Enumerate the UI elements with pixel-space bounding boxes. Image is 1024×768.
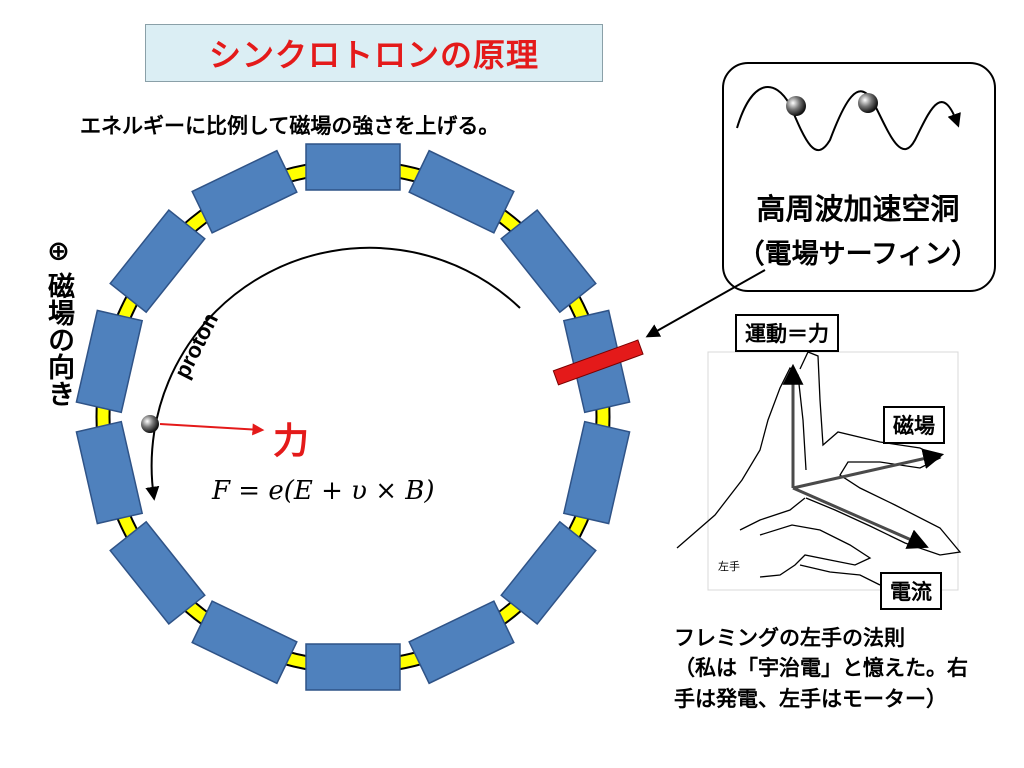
dipole-magnet (75, 420, 144, 525)
left-hand-label: 左手 (718, 560, 740, 573)
magnetic-field-direction: ⊕ 磁場の向き (43, 240, 74, 408)
magnet-group (75, 143, 631, 691)
dipole-magnet (408, 149, 515, 234)
dipole-magnet (109, 520, 206, 626)
dipole-magnet (500, 208, 597, 314)
rf-wave (736, 86, 961, 152)
dipole-magnet (408, 600, 515, 685)
dipole-magnet (191, 600, 298, 685)
dipole-magnet (109, 208, 206, 314)
rf-cavity-title: 高周波加速空洞 (756, 192, 960, 226)
fleming-motion-label: 運動＝力 (735, 314, 839, 352)
dipole-magnet (562, 420, 631, 525)
fleming-note-line-1: （私は「宇治電」と憶えた。右 (674, 656, 968, 680)
force-label: 力 (273, 421, 310, 462)
fleming-current-label: 電流 (880, 572, 942, 610)
fleming-axes (782, 363, 945, 549)
dipole-magnet (75, 309, 144, 414)
wave-particle-2 (858, 93, 878, 113)
proton-particle (141, 415, 159, 433)
rf-cavity-bar (552, 339, 644, 386)
dipole-magnet (305, 643, 401, 691)
rf-cavity-subtitle: （電場サーフィン） (737, 239, 979, 270)
dipole-magnet (305, 143, 401, 191)
wave-particle-1 (786, 96, 806, 116)
fleming-frame (707, 351, 959, 591)
lorentz-formula: F = e(E + υ × B) (212, 476, 435, 506)
fleming-rule-title: フレミングの左手の法則 (674, 626, 905, 650)
trajectory-arrow (145, 246, 521, 501)
hand-sketch (676, 351, 962, 586)
fleming-field-label: 磁場 (883, 406, 945, 444)
fleming-note-line-2: 手は発電、左手はモーター） (674, 687, 947, 711)
subtitle: エネルギーに比例して磁場の強さを上げる。 (80, 114, 500, 138)
dipole-magnet (191, 149, 298, 234)
proton-label: proton (169, 309, 223, 382)
force-arrow (159, 423, 265, 436)
rf-cavity-box (722, 62, 996, 292)
dipole-magnet (500, 520, 597, 626)
title-box: シンクロトロンの原理 (145, 24, 603, 82)
page-title: シンクロトロンの原理 (208, 36, 539, 74)
